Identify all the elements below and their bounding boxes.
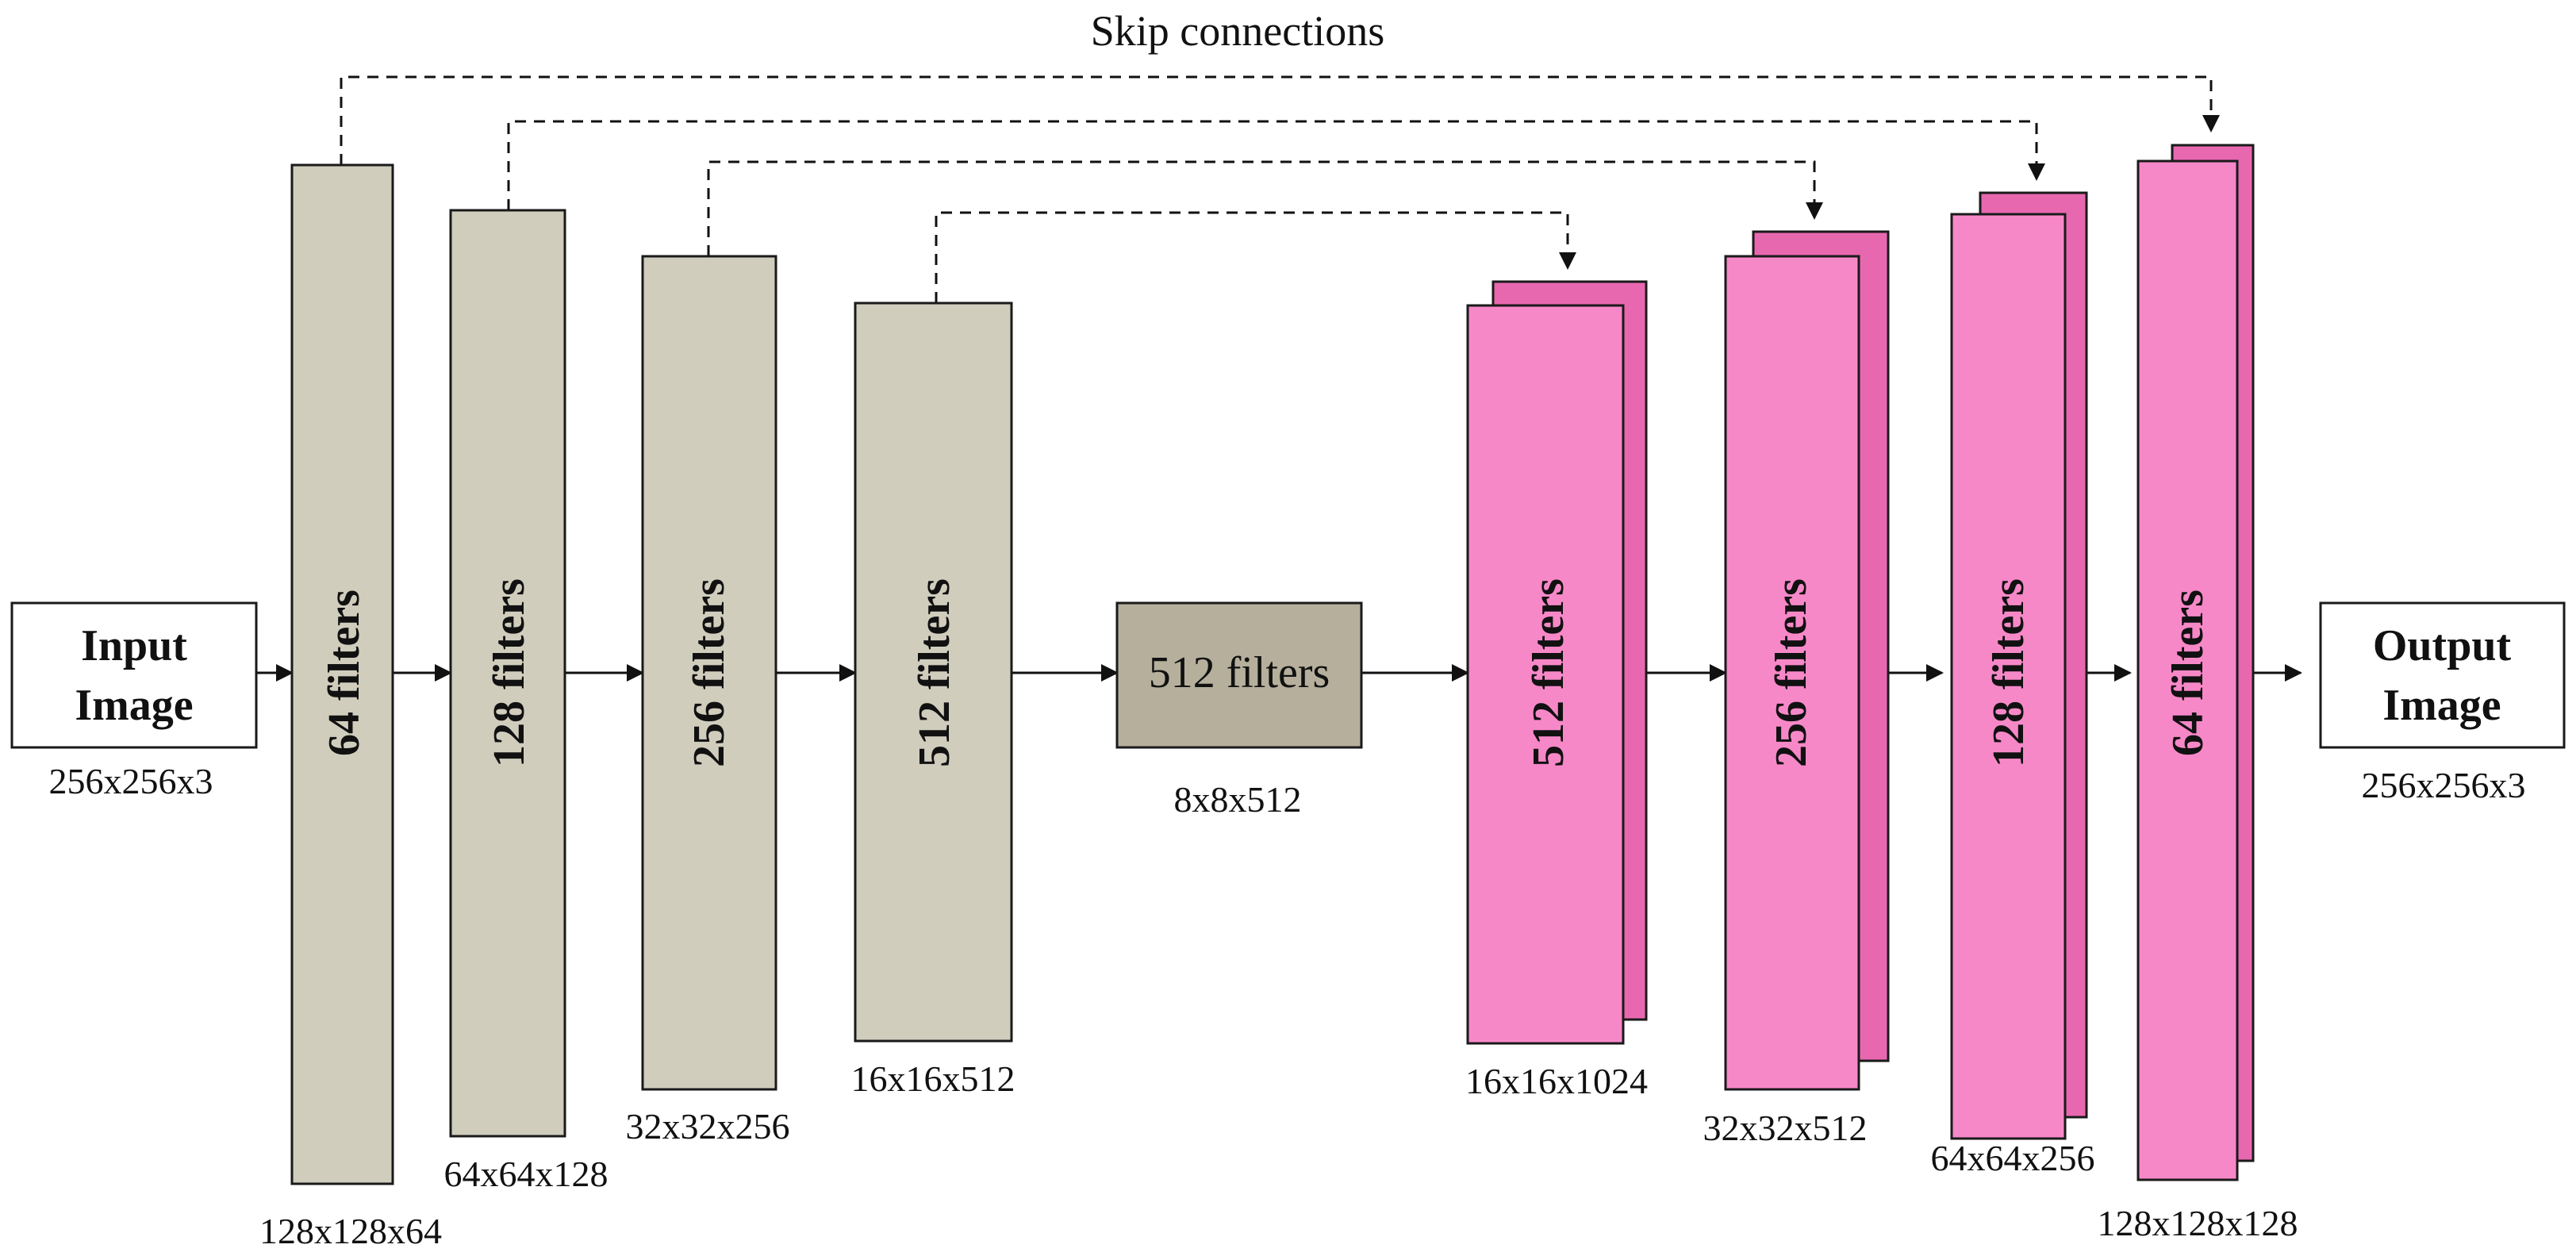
encoder-layer-box — [641, 255, 777, 1091]
decoder-layer-label: 64 filters — [2163, 590, 2213, 756]
decoder-layer-front — [1950, 213, 2067, 1140]
encoder-layer-box — [854, 302, 1013, 1043]
input-image-label-line1: Input — [81, 621, 187, 670]
decoder-layer-label: 128 filters — [1984, 578, 2033, 767]
output-image-label-line1: Output — [2373, 621, 2512, 670]
bottleneck-dims: 8x8x512 — [1174, 779, 1302, 820]
input-image-dims: 256x256x3 — [49, 761, 213, 801]
input-image-block: Input Image 256x256x3 — [10, 601, 258, 801]
decoder-layer-dims: 16x16x1024 — [1465, 1061, 1648, 1101]
encoder-layer-box — [449, 209, 566, 1138]
bottleneck-block: 512 filters 8x8x512 — [1115, 601, 1363, 820]
output-image-block: Output Image 256x256x3 — [2319, 601, 2566, 805]
diagram-title: Skip connections — [1091, 7, 1384, 55]
encoder-block-4: 512 filters 16x16x512 — [851, 302, 1015, 1099]
encoder-block-1: 64 filters 128x128x64 — [259, 163, 442, 1251]
skip-connections — [340, 75, 2220, 303]
skip-connection-256 — [707, 160, 1823, 256]
decoder-block-4: 64 filters 128x128x128 — [2098, 144, 2298, 1243]
decoder-layer-dims: 32x32x512 — [1703, 1108, 1868, 1148]
encoder-layer-label: 128 filters — [485, 578, 534, 767]
output-image-dims: 256x256x3 — [2362, 765, 2526, 805]
decoder-layer-label: 256 filters — [1767, 578, 1816, 767]
skip-connection-64 — [340, 75, 2220, 165]
bottleneck-label: 512 filters — [1149, 648, 1330, 697]
encoder-layer-dims: 16x16x512 — [851, 1058, 1015, 1099]
encoder-layer-dims: 32x32x256 — [626, 1106, 790, 1147]
decoder-block-3: 128 filters 64x64x256 — [1931, 191, 2095, 1178]
decoder-layer-label: 512 filters — [1524, 578, 1573, 767]
decoder-layer-dims: 128x128x128 — [2098, 1203, 2298, 1243]
output-image-box — [2319, 601, 2566, 749]
encoder-block-3: 256 filters 32x32x256 — [626, 255, 790, 1147]
encoder-layer-dims: 128x128x64 — [259, 1211, 442, 1251]
encoder-layer-label: 256 filters — [685, 578, 734, 767]
input-image-label-line2: Image — [75, 681, 193, 730]
encoder-layer-box — [290, 163, 394, 1185]
decoder-layer-front — [2136, 159, 2239, 1181]
encoder-block-2: 128 filters 64x64x128 — [444, 209, 608, 1194]
decoder-block-1: 512 filters 16x16x1024 — [1465, 280, 1648, 1101]
decoder-block-2: 256 filters 32x32x512 — [1703, 230, 1890, 1148]
input-image-box — [10, 601, 258, 749]
output-image-label-line2: Image — [2382, 681, 2501, 730]
encoder-layer-dims: 64x64x128 — [444, 1154, 608, 1194]
decoder-layer-dims: 64x64x256 — [1931, 1138, 2095, 1178]
skip-connection-128 — [507, 120, 2045, 210]
decoder-layer-front — [1724, 255, 1860, 1091]
bottleneck-box — [1115, 601, 1363, 749]
encoder-layer-label: 64 filters — [320, 590, 369, 756]
skip-connection-512 — [935, 211, 1576, 303]
decoder-layer-front — [1466, 304, 1625, 1045]
encoder-layer-label: 512 filters — [910, 578, 959, 767]
